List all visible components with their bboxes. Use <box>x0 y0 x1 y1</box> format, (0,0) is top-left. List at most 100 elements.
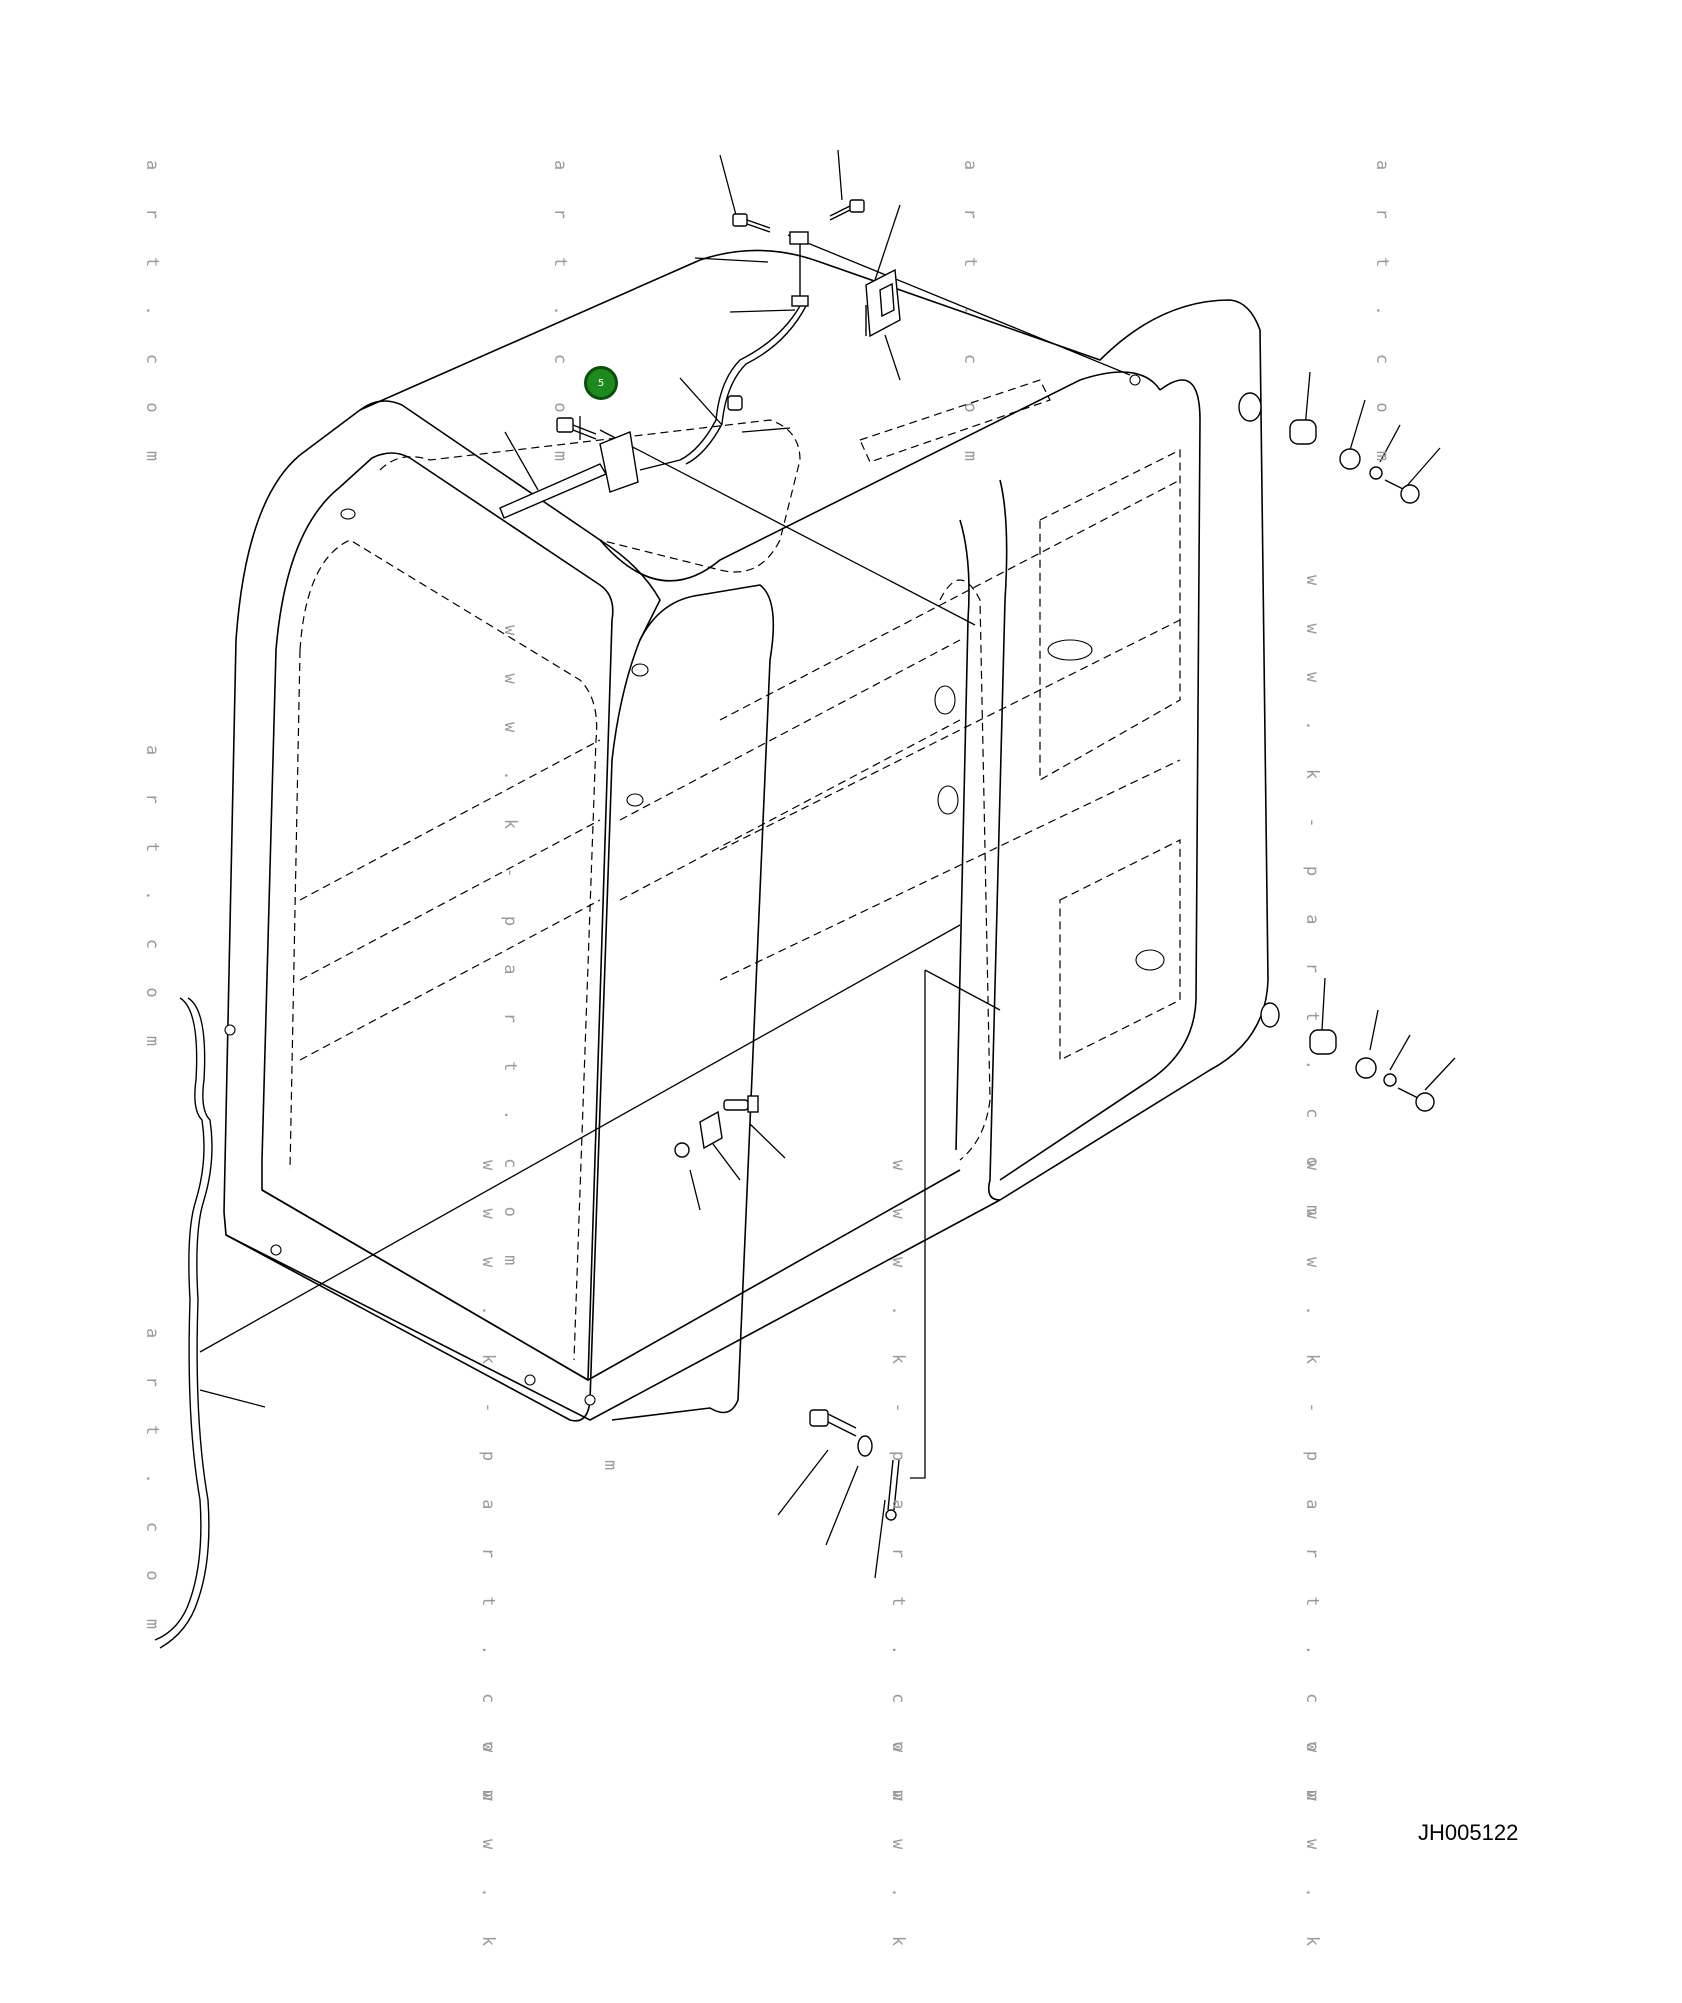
leader-line <box>777 1449 829 1516</box>
mounting-hole <box>270 1244 282 1256</box>
door-stay-rod <box>885 1459 900 1521</box>
bolt-top-right <box>829 199 865 221</box>
leader-line <box>504 431 539 491</box>
mounting-hole <box>937 785 959 815</box>
mounting-hole <box>584 1394 596 1406</box>
leader-line <box>709 1139 741 1181</box>
drawing-number: JH005122 <box>1418 1820 1519 1845</box>
watermark-text: a r t . c o m <box>142 160 162 476</box>
cab-roof-front-edge <box>599 371 1161 582</box>
bolt-top-left <box>732 213 771 233</box>
front-window-left-edge <box>289 649 301 1171</box>
leader-line <box>1321 977 1326 1031</box>
leader-line <box>199 1389 266 1408</box>
part-callout-marker[interactable]: 5 <box>584 366 618 400</box>
inner-shelf-5 <box>619 719 961 901</box>
roof-label-plate <box>859 379 1051 463</box>
cable-wire <box>639 305 807 471</box>
leader-line <box>719 154 737 216</box>
leader-line <box>1379 424 1401 463</box>
leader-line <box>749 1123 786 1159</box>
side-panel-lower <box>719 759 1181 981</box>
leader-line <box>1424 1057 1456 1091</box>
front-window-outline <box>299 539 598 1361</box>
side-panel-upper <box>719 479 1181 721</box>
leader-line <box>1404 447 1441 489</box>
reference-line <box>910 970 926 1479</box>
inner-shelf-2 <box>299 819 601 981</box>
bolt-5 <box>556 417 597 440</box>
leader-line <box>689 1169 701 1211</box>
cab-front-pillar-right <box>611 584 775 1421</box>
leader-line <box>874 204 901 281</box>
watermark-text: a r t . c o m <box>550 160 570 476</box>
cab-rear-post-inner <box>955 519 970 1151</box>
watermark-text: a r t . c o m <box>142 745 162 1061</box>
latch-bracket <box>865 268 901 338</box>
cab-front-pillar-left-inner <box>261 452 614 1381</box>
mounting-hole <box>626 793 644 807</box>
leader-line <box>884 334 901 381</box>
leader-line <box>874 1499 886 1579</box>
leader-line <box>679 377 723 426</box>
rear-lower-panel <box>1059 839 1181 1061</box>
watermark-text: w w w . k - p a r t . c o m <box>500 625 520 1280</box>
mounting-hole <box>934 685 956 715</box>
inner-shelf-3 <box>299 899 601 1061</box>
mounting-hole <box>340 508 356 520</box>
cab-roof-outline <box>359 249 1269 1201</box>
mounting-hole <box>224 1024 236 1036</box>
leader-line <box>1389 1034 1411 1071</box>
watermark-text: w w w . k - p a r t . c o m <box>1302 1160 1322 1815</box>
leader-line <box>825 1465 859 1546</box>
hinge-plate <box>674 1110 723 1158</box>
mounting-hole <box>1129 374 1141 386</box>
mounting-hole <box>631 663 649 677</box>
watermark-text: a r t . c o m <box>1372 160 1392 476</box>
inner-shelf-4 <box>619 639 961 821</box>
bottom-bolt <box>809 1409 857 1437</box>
watermark-text: w w w . k <box>1302 1742 1322 1961</box>
cab-floor-inner <box>261 1169 961 1381</box>
lock-lever <box>499 431 639 519</box>
cable-clip <box>727 395 743 411</box>
leader-line <box>694 257 769 263</box>
roof-window-outline <box>379 419 801 573</box>
hinge-bolt <box>723 1095 759 1113</box>
rear-window-outline <box>1039 449 1181 782</box>
mounting-hole <box>1135 949 1165 971</box>
watermark-text: w w w . k <box>478 1742 498 1961</box>
side-panel-middle <box>719 619 1181 851</box>
watermark-text: w w w . k - p a r t . c o m <box>478 1160 498 1815</box>
cab-mount-lower <box>1260 1002 1435 1112</box>
cab-rear-post <box>987 479 1008 1201</box>
reference-line <box>599 429 976 626</box>
leader-line <box>1349 399 1366 451</box>
cable-bracket <box>789 231 809 307</box>
watermark-text: a r t . c o m <box>960 160 980 476</box>
leader-line <box>1304 371 1311 429</box>
leader-line <box>1369 1009 1379 1051</box>
leader-line <box>729 309 796 313</box>
cab-mount-upper <box>1238 392 1420 504</box>
reference-line <box>199 924 961 1353</box>
cab-right-side-outline <box>999 379 1201 1181</box>
reference-line <box>787 234 1131 376</box>
cab-floor-line <box>225 1199 1001 1421</box>
watermark-text: w w w . k <box>888 1742 908 1961</box>
mounting-hole <box>1047 639 1093 661</box>
leader-line <box>837 149 843 201</box>
weatherstrip-rail <box>154 997 213 1649</box>
leader-line <box>741 427 791 433</box>
mounting-hole <box>524 1374 536 1386</box>
watermark-text: m <box>600 1460 620 1485</box>
bottom-washer <box>857 1435 873 1457</box>
watermark-text: a r t . c o m <box>142 1328 162 1644</box>
reference-line <box>924 969 1001 1011</box>
watermark-text: w w w . k - p a r t . c o m <box>1302 575 1322 1230</box>
inner-shelf-1 <box>299 739 601 901</box>
watermark-text: w w w . k - p a r t . c o m <box>888 1160 908 1815</box>
door-frame-inner <box>939 579 991 1161</box>
